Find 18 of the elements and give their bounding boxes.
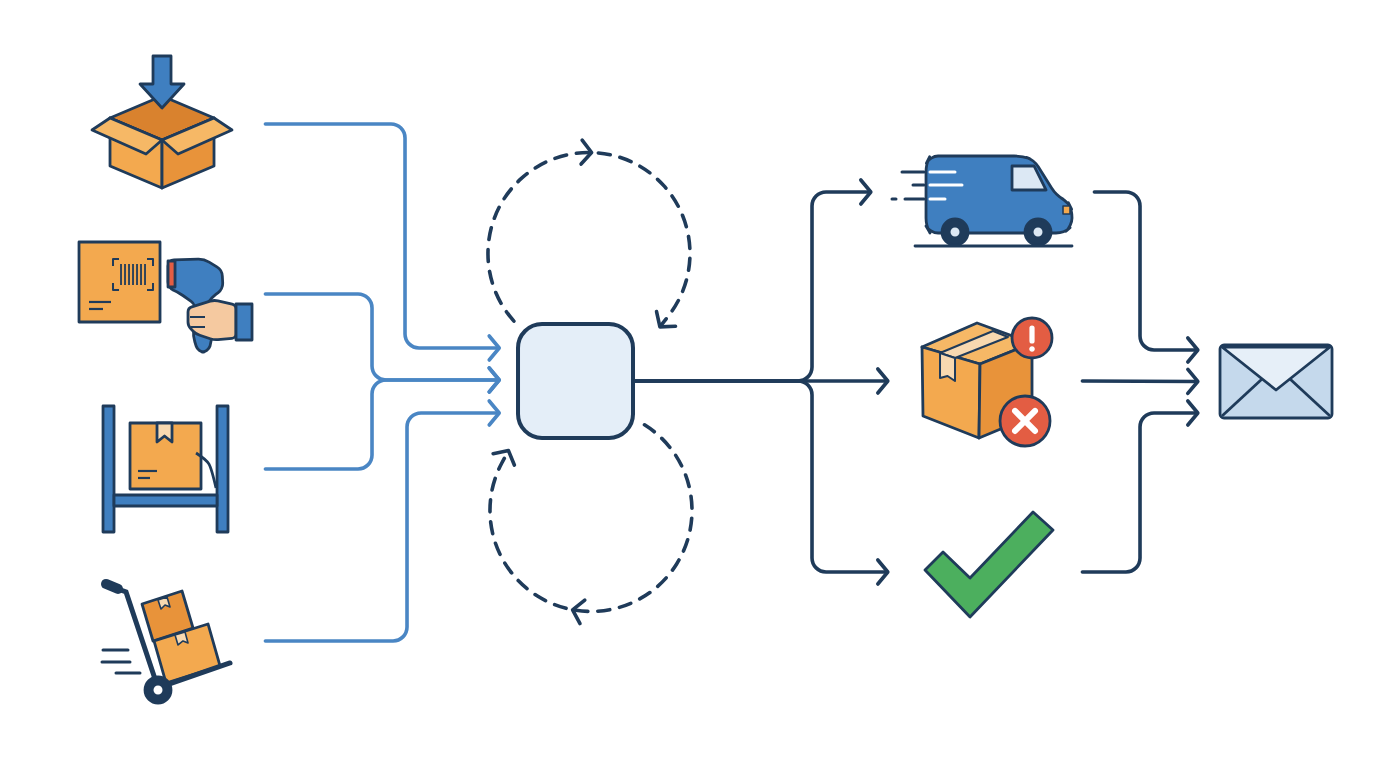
- hand-truck-icon: [100, 579, 233, 705]
- check-mark-icon: [923, 510, 1055, 619]
- arrow: [633, 379, 890, 586]
- box-arrow-icon: [90, 54, 234, 190]
- envelope-icon: [1218, 343, 1334, 420]
- arrow: [263, 122, 502, 362]
- shelf-box-icon: [101, 404, 230, 534]
- arrow: [1080, 367, 1200, 396]
- loop-arrow: [486, 138, 692, 329]
- van-icon: [890, 154, 1074, 248]
- arrow: [263, 366, 502, 471]
- box-alert-icon: [920, 316, 1054, 448]
- arrow: [1080, 399, 1200, 574]
- arrow: [263, 399, 502, 643]
- arrow: [1092, 190, 1200, 364]
- loop-arrow: [488, 422, 694, 626]
- rounded-box: [516, 322, 635, 440]
- barcode-scanner-icon: [77, 240, 254, 354]
